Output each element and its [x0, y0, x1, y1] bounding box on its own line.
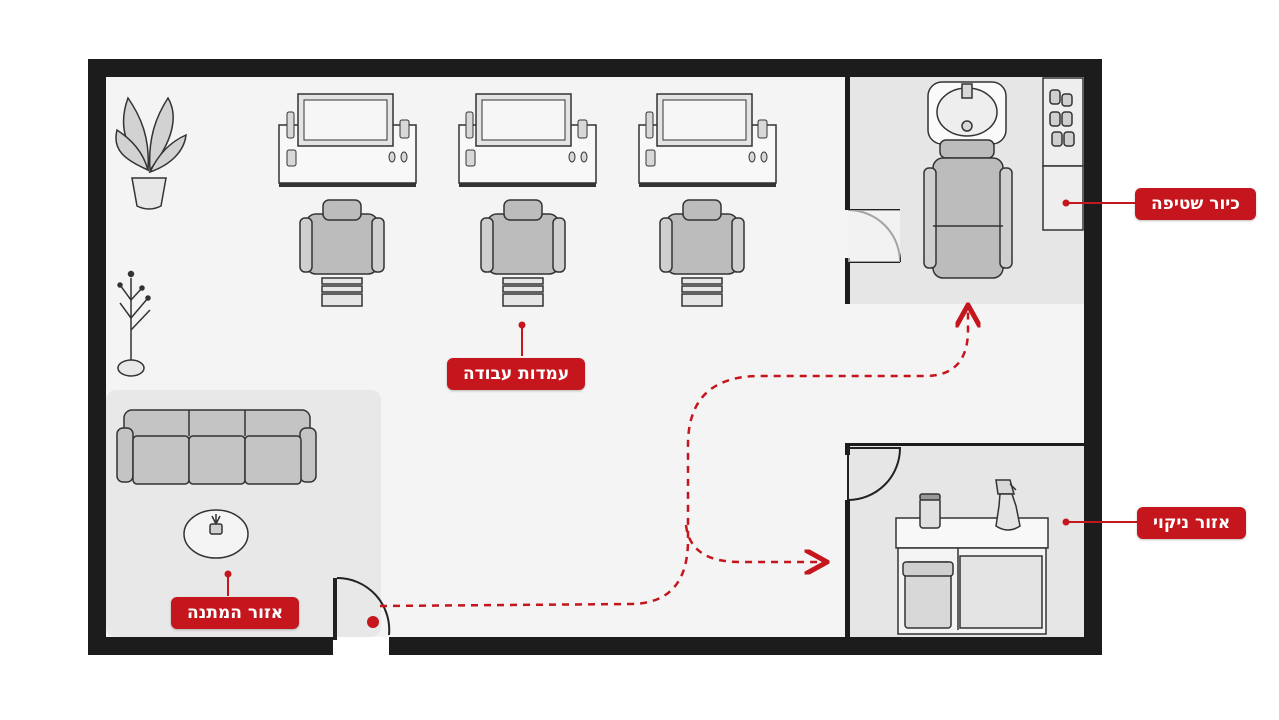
cleaning-area-label: אזור ניקוי — [1137, 507, 1247, 539]
plant-icon — [115, 96, 187, 210]
salon-chair-icon-1 — [299, 199, 385, 307]
salon-chair-icon-3 — [659, 199, 745, 307]
wash-sink-icon — [927, 81, 1007, 145]
entrance-door[interactable] — [333, 576, 391, 655]
workstations-label: עמדות עבודה — [447, 358, 586, 390]
waiting-area-label: אזור המתנה — [171, 597, 300, 629]
coffee-table-icon — [183, 509, 249, 559]
workstation-1 — [278, 93, 417, 187]
container-icon — [919, 493, 941, 529]
workstation-3 — [638, 93, 777, 187]
supply-shelf-icon — [1042, 77, 1084, 231]
outer-walls — [88, 59, 1102, 655]
cleaning-counter-icon — [895, 517, 1049, 635]
workstation-2 — [458, 93, 597, 187]
wash-chair-icon — [923, 139, 1013, 279]
salon-chair-icon-2 — [480, 199, 566, 307]
route-to-wash — [379, 310, 968, 608]
coat-rack-icon — [117, 270, 151, 377]
wash-room-door[interactable] — [847, 209, 901, 263]
cleaning-room-door[interactable] — [847, 447, 902, 501]
label-dots — [224, 199, 1070, 578]
entrance-marker — [367, 616, 379, 628]
wash-sink-label: כיור שטיפה — [1135, 188, 1256, 220]
spray-bottle-icon — [995, 479, 1021, 531]
label-leaders — [227, 202, 1137, 596]
sofa-icon — [116, 409, 317, 485]
